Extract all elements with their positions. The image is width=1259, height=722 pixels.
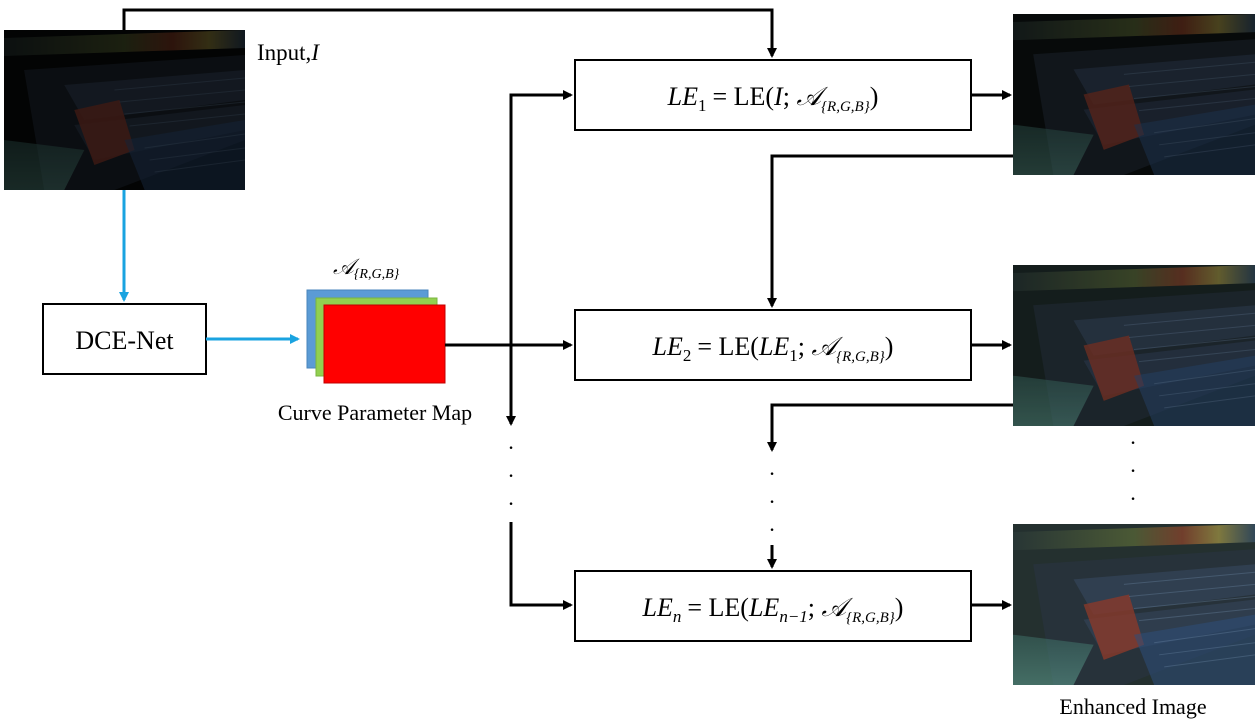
arrow-map-to-le1 — [509, 90, 573, 345]
arrow-image1-to-le2 — [767, 154, 1013, 308]
dots-left-1: · — [507, 435, 514, 460]
map-layer-red — [323, 304, 446, 384]
curve-parameter-map — [306, 289, 446, 384]
dots-left-3: · — [507, 491, 514, 516]
arrow-image2-down — [767, 403, 1013, 452]
le2-box — [574, 309, 972, 381]
dce-net-label: DCE-Net — [75, 326, 174, 355]
dots-right-1: · — [1129, 430, 1136, 455]
curve-parameter-label: Curve Parameter Map — [278, 400, 472, 425]
dots-mid-3: · — [768, 517, 775, 542]
enhanced-image-label: Enhanced Image — [1059, 694, 1206, 719]
le1-formula: LE1= LE(I; 𝒜{R,G,B}) — [667, 82, 879, 115]
dots-mid-2: · — [768, 489, 775, 514]
arrow-map-to-len — [509, 522, 573, 610]
arrow-input-to-le1 — [122, 8, 777, 58]
output-image-1 — [1013, 14, 1255, 175]
dce-net-box — [42, 303, 207, 375]
input-image — [4, 30, 245, 190]
dots-right-3: · — [1129, 486, 1136, 511]
blue-arrows — [119, 190, 300, 344]
le2-formula: LE2= LE(LE1; 𝒜{R,G,B}) — [652, 332, 894, 365]
param-map-symbol: 𝒜{R,G,B} — [333, 254, 400, 282]
dots: · · · · · · · · · — [507, 430, 1136, 542]
dots-left-2: · — [507, 463, 514, 488]
dots-mid-1: · — [768, 461, 775, 486]
enhanced-image — [1013, 524, 1255, 685]
input-label: Input,I — [257, 40, 320, 65]
len-formula: LEn= LE(LEn−1; 𝒜{R,G,B}) — [642, 593, 904, 626]
dots-right-2: · — [1129, 458, 1136, 483]
output-image-2 — [1013, 265, 1255, 426]
len-box — [574, 570, 972, 642]
arrows — [122, 8, 1013, 610]
